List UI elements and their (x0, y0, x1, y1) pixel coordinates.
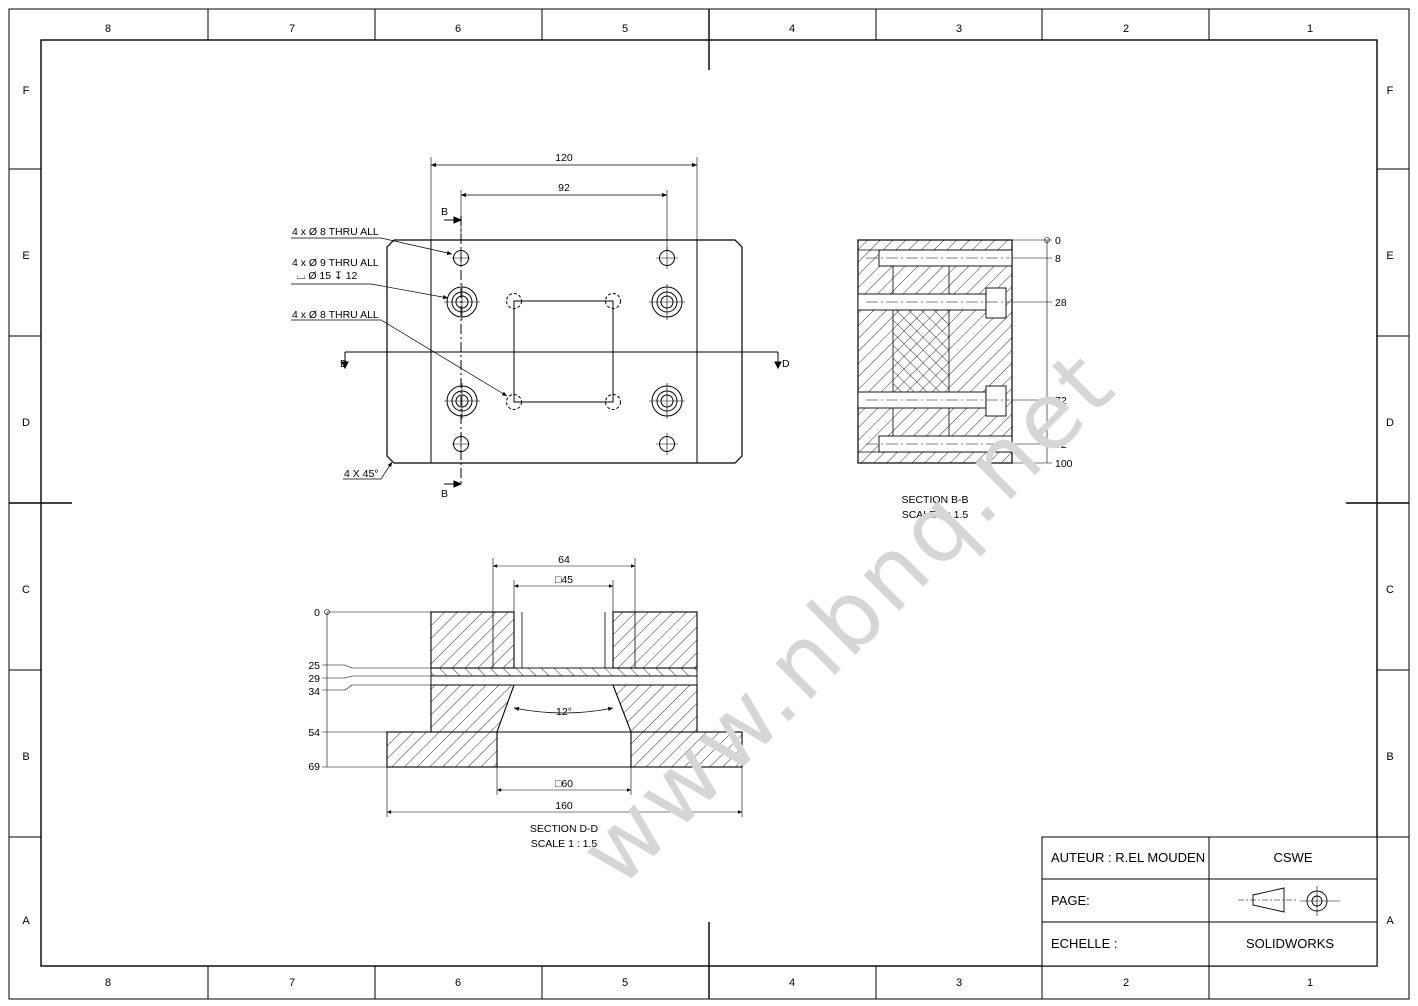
zone-bottom-4: 4 (789, 977, 795, 989)
zone-right-c: C (1386, 584, 1394, 596)
callout-cbore-line2: ⌴ Ø 15 ↧ 12 (297, 270, 358, 282)
projection-symbol-icon (1238, 886, 1340, 916)
chamfer-callout: 4 X 45° (344, 468, 379, 480)
zone-right-a: A (1386, 915, 1394, 927)
zone-bottom-7: 7 (289, 977, 295, 989)
section-d-letter-right: D (782, 358, 790, 370)
zone-right-b: B (1386, 751, 1393, 763)
zone-left-c: C (22, 584, 30, 596)
dd-ordinate-34: 34 (308, 686, 320, 698)
sheet-border (8, 8, 1410, 1000)
zone-top-2: 2 (1123, 23, 1129, 35)
zone-bottom-2: 2 (1123, 977, 1129, 989)
zone-bottom-5: 5 (622, 977, 628, 989)
section-bb-view (857, 237, 1052, 464)
thru-hole (656, 433, 678, 455)
pocket-corner-hole (506, 293, 621, 410)
callout-thru-holes-1: 4 x Ø 8 THRU ALL (292, 226, 379, 238)
zone-left-e: E (22, 250, 29, 262)
zone-left-d: D (22, 417, 30, 429)
thru-hole (656, 247, 678, 269)
zone-top-4: 4 (789, 23, 795, 35)
zone-right-d: D (1386, 417, 1394, 429)
zone-left-a: A (22, 915, 30, 927)
zone-top-1: 1 (1307, 23, 1313, 35)
zone-left-b: B (22, 751, 29, 763)
title-block-page: PAGE: (1051, 893, 1090, 908)
zone-top-5: 5 (622, 23, 628, 35)
section-b-letter-bottom: B (441, 488, 448, 500)
counterbore-hole (649, 284, 685, 320)
zone-top-3: 3 (956, 23, 962, 35)
dd-ordinate-69: 69 (308, 761, 320, 773)
bb-ordinate-100: 100 (1055, 458, 1073, 470)
zone-bottom-3: 3 (956, 977, 962, 989)
bb-ordinate-28: 28 (1055, 297, 1067, 309)
dd-dim-square-top: □45 (555, 574, 573, 586)
zone-right-f: F (1387, 85, 1394, 97)
title-block-software: SOLIDWORKS (1246, 936, 1334, 951)
section-bb-title: SECTION B-B (901, 494, 968, 506)
zone-bottom-8: 8 (105, 977, 111, 989)
title-block-author: AUTEUR : R.EL MOUDEN (1051, 850, 1205, 865)
section-b-letter-top: B (441, 206, 448, 218)
bb-ordinate-72: 72 (1055, 395, 1067, 407)
counterbore-hole (444, 383, 480, 419)
zone-top-6: 6 (455, 23, 461, 35)
dd-ordinate-29: 29 (308, 673, 320, 685)
zone-left-f: F (23, 85, 30, 97)
title-block-cert: CSWE (1274, 850, 1313, 865)
section-d-letter-left: D (340, 358, 348, 370)
zone-right-e: E (1386, 250, 1393, 262)
dd-dim-square-bottom: □60 (555, 778, 573, 790)
plate-outline (386, 239, 743, 464)
dim-overall-width: 120 (555, 152, 573, 164)
dd-ordinate-0: 0 (314, 607, 320, 619)
counterbore-hole (444, 284, 480, 320)
title-block-scale: ECHELLE : (1051, 936, 1117, 951)
bb-ordinate-92: 92 (1055, 439, 1067, 451)
callout-cbore-line1: 4 x Ø 9 THRU ALL (292, 257, 379, 269)
dd-ordinate-54: 54 (308, 727, 320, 739)
bb-ordinate-0: 0 (1055, 235, 1061, 247)
zone-top-7: 7 (289, 23, 295, 35)
top-view (291, 157, 782, 488)
dd-dim-angle: 12° (556, 706, 572, 718)
thru-hole (452, 435, 470, 453)
section-dd-view (322, 558, 743, 817)
center-pocket (513, 300, 614, 403)
dd-ordinate-25: 25 (308, 660, 320, 672)
section-bb-scale: SCALE 1 : 1.5 (902, 509, 969, 521)
section-dd-title: SECTION D-D (530, 823, 599, 835)
counterbore-hole (649, 383, 685, 419)
zone-bottom-6: 6 (455, 977, 461, 989)
thru-hole (452, 249, 470, 267)
section-dd-scale: SCALE 1 : 1.5 (531, 838, 598, 850)
dd-dim-overall-width: 160 (555, 800, 573, 812)
dim-hole-spacing: 92 (558, 182, 570, 194)
zone-top-8: 8 (105, 23, 111, 35)
dd-dim-top-width: 64 (558, 554, 570, 566)
callout-thru-holes-2: 4 x Ø 8 THRU ALL (292, 309, 379, 321)
zone-bottom-1: 1 (1307, 977, 1313, 989)
title-block (1041, 836, 1378, 967)
bb-ordinate-8: 8 (1055, 253, 1061, 265)
